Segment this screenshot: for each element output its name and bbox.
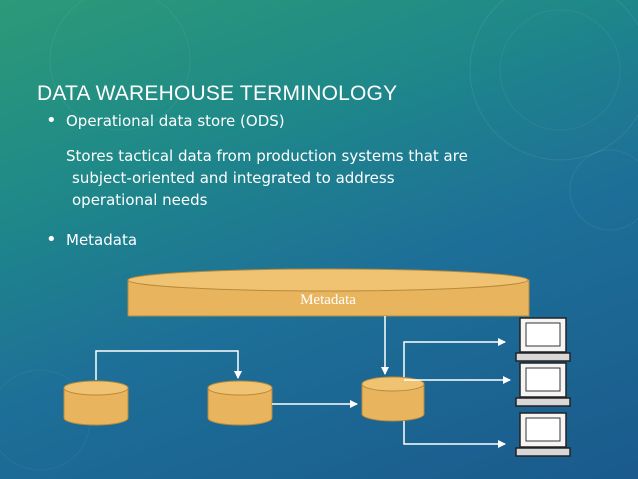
bullet-dot: • [46, 110, 57, 131]
bullet-dot: • [46, 229, 57, 250]
page-title: DATA WAREHOUSE TERMINOLOGY [37, 82, 398, 105]
bullet-label: Operational data store (ODS) [66, 112, 285, 130]
computer-workstation-icon-3 [515, 412, 571, 457]
ods-description-line: subject-oriented and integrated to addre… [72, 169, 395, 187]
database-cylinder-ods [361, 376, 425, 422]
computer-workstation-icon-2 [515, 362, 571, 407]
arrow-ods-to-pc3 [403, 421, 506, 448]
metadata-cylinder: Metadata [127, 268, 530, 317]
computer-workstation-icon-1 [515, 317, 571, 362]
bullet-label: Metadata [66, 231, 138, 249]
ods-description: Stores tactical data from production sys… [66, 145, 468, 211]
arrow-ods-to-pc1 [403, 338, 506, 377]
ods-description-line: operational needs [72, 191, 208, 209]
arrow-db1-to-db2 [95, 350, 242, 380]
metadata-label: Metadata [300, 292, 356, 308]
ods-description-line: Stores tactical data from production sys… [66, 147, 468, 165]
database-cylinder-1 [63, 380, 129, 426]
connectors [95, 316, 511, 448]
database-cylinder-2 [207, 380, 273, 426]
